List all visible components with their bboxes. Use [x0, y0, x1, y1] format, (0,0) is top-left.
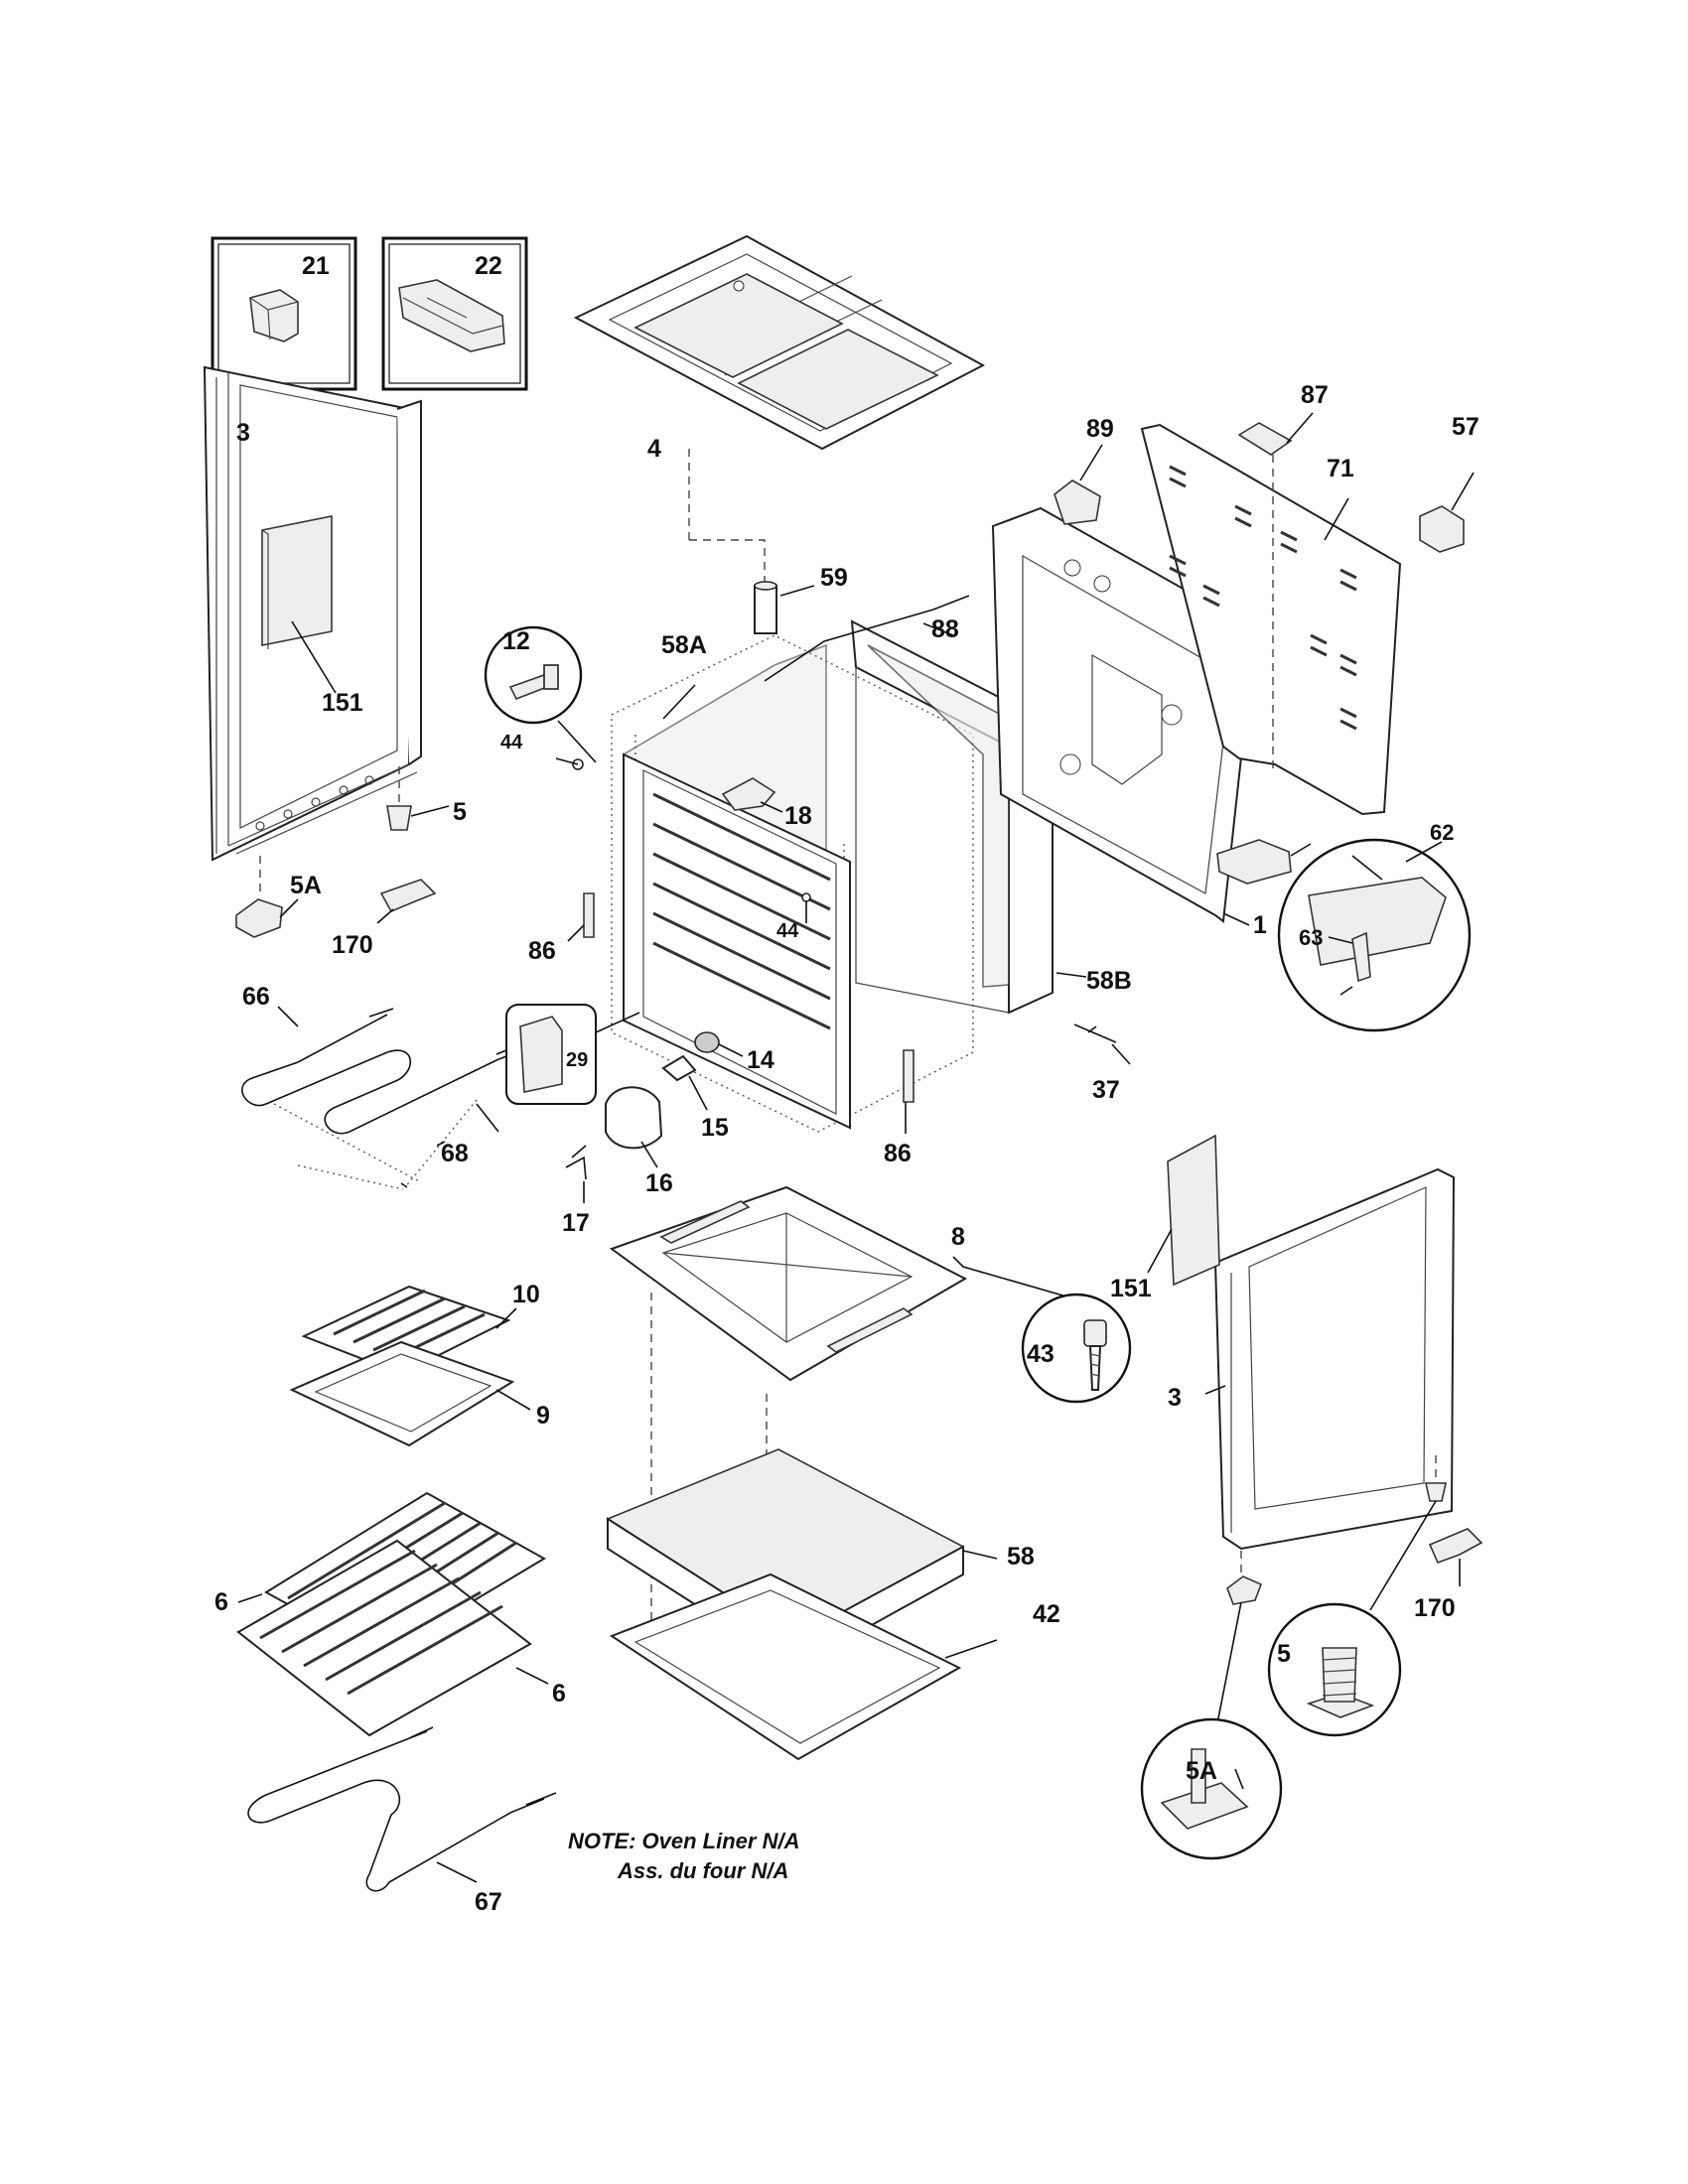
part-9-broil-pan — [289, 1340, 531, 1447]
label-58B: 58B — [1086, 967, 1132, 995]
label-42: 42 — [1033, 1600, 1060, 1628]
label-12: 12 — [502, 627, 530, 655]
part-17-clip — [565, 1145, 587, 1203]
label-86-upper: 86 — [528, 937, 556, 965]
part-6-oven-rack-lower — [236, 1539, 549, 1737]
part-86-clip-lower — [903, 1049, 914, 1134]
label-9: 9 — [536, 1402, 550, 1430]
part-37-wire — [1073, 1024, 1131, 1065]
part-151-left-bracket — [291, 620, 337, 694]
part-5A-leveler-right — [1216, 1551, 1263, 1724]
part-12-probe-callout — [484, 625, 597, 763]
part-22-bracket — [398, 279, 505, 352]
label-87: 87 — [1301, 381, 1329, 409]
label-5A-left: 5A — [290, 872, 322, 899]
label-1: 1 — [1253, 911, 1267, 939]
label-17: 17 — [562, 1209, 590, 1237]
part-3-right-side-panel — [1204, 1167, 1456, 1551]
part-29-callout — [505, 1004, 640, 1105]
part-71-rear-cover — [1140, 423, 1402, 816]
part-170-bracket-left — [376, 879, 437, 924]
inset-box-21 — [211, 236, 357, 391]
part-5-leg-left — [386, 766, 450, 831]
label-16: 16 — [645, 1169, 673, 1197]
label-43: 43 — [1027, 1340, 1055, 1368]
part-5A-leveler-left — [235, 856, 299, 938]
oven-cavity-front — [623, 752, 851, 1130]
label-68: 68 — [441, 1140, 469, 1167]
part-43-bolt-callout — [1021, 1293, 1132, 1404]
note-line-2: Ass. du four N/A — [617, 1858, 788, 1883]
label-63: 63 — [1299, 925, 1323, 950]
label-14: 14 — [747, 1046, 774, 1074]
part-terminal-block — [1216, 839, 1292, 885]
label-6-upper: 6 — [214, 1588, 228, 1616]
part-5-leveler-callout — [1267, 1602, 1402, 1737]
part-16-lens — [605, 1086, 663, 1168]
part-21-bracket — [249, 289, 299, 342]
part-59-vent-tube — [688, 449, 815, 634]
label-62: 62 — [1430, 820, 1454, 845]
part-86-clip-upper — [567, 892, 595, 942]
part-89-bracket — [1054, 444, 1103, 525]
label-44-a: 44 — [500, 732, 523, 753]
label-44-b: 44 — [776, 920, 799, 942]
label-57: 57 — [1452, 413, 1479, 441]
label-37: 37 — [1092, 1076, 1120, 1104]
label-71: 71 — [1327, 455, 1354, 482]
part-18-bracket — [721, 777, 783, 813]
label-89: 89 — [1086, 415, 1114, 443]
label-67: 67 — [475, 1888, 502, 1916]
part-87-plate — [1237, 412, 1314, 770]
label-86-lower: 86 — [884, 1140, 912, 1167]
part-44-screw-b — [801, 892, 811, 923]
part-170-bracket-right — [1428, 1528, 1483, 1586]
label-151-left: 151 — [322, 689, 363, 717]
part-5A-leveler-callout — [1140, 1717, 1283, 1860]
part-14-socket — [694, 1031, 744, 1057]
part-4-top-panel — [573, 234, 986, 451]
part-5-leg-right — [1369, 1455, 1447, 1611]
label-15: 15 — [701, 1114, 729, 1142]
label-58A: 58A — [661, 631, 707, 659]
note-line-1: NOTE: Oven Liner N/A — [568, 1829, 799, 1853]
label-66: 66 — [242, 983, 270, 1011]
label-5-right: 5 — [1277, 1640, 1291, 1668]
label-21: 21 — [302, 252, 330, 280]
part-151-right-bracket — [1147, 1134, 1220, 1287]
label-22: 22 — [475, 252, 502, 280]
part-42-lower-panel — [609, 1572, 998, 1761]
part-57-cover — [1419, 472, 1475, 553]
label-18: 18 — [784, 802, 812, 830]
label-58: 58 — [1007, 1543, 1035, 1570]
label-8: 8 — [951, 1223, 965, 1251]
label-170-right: 170 — [1414, 1594, 1456, 1622]
label-5A-right: 5A — [1186, 1757, 1217, 1785]
label-3-right: 3 — [1168, 1384, 1182, 1412]
label-6-lower: 6 — [552, 1680, 566, 1707]
label-29: 29 — [566, 1049, 588, 1071]
part-88-wire — [764, 595, 970, 682]
part-66-broil-element — [241, 1006, 527, 1135]
part-67-bake-element — [247, 1726, 557, 1892]
label-3-left: 3 — [236, 419, 250, 447]
label-151-right: 151 — [1110, 1275, 1152, 1302]
part-68-shield — [273, 1099, 499, 1190]
part-44-screw-a — [555, 757, 584, 770]
part-3-left-side-panel — [203, 365, 422, 862]
label-5-left: 5 — [453, 798, 467, 826]
label-88: 88 — [931, 615, 959, 643]
inset-box-22 — [381, 236, 528, 391]
label-170-left: 170 — [332, 931, 373, 959]
label-59: 59 — [820, 564, 848, 592]
part-15-bulb — [661, 1054, 708, 1111]
label-10: 10 — [512, 1281, 540, 1308]
label-4: 4 — [647, 435, 661, 463]
part-62-terminal-callout — [1277, 838, 1472, 1032]
